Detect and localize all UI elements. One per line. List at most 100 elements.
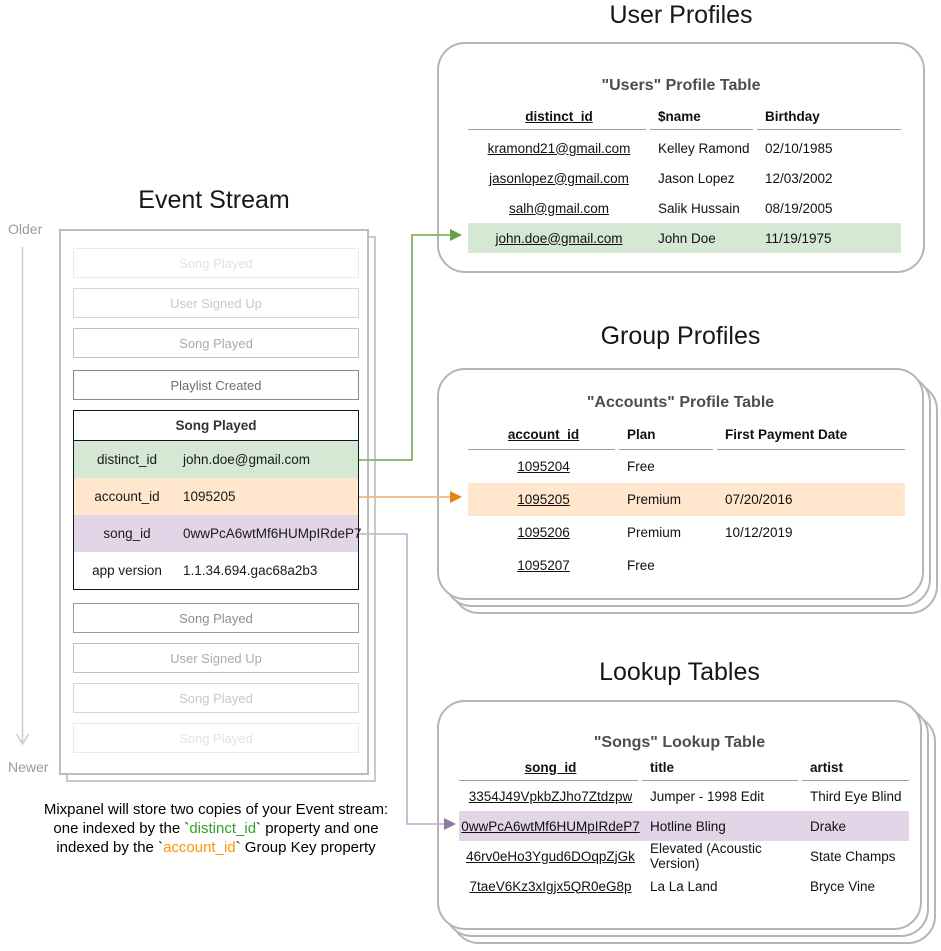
- table-row: 1095204 Free: [468, 450, 905, 483]
- table-cell: 46rv0eHo3Ygud6DOqpZjGk: [466, 848, 635, 864]
- event-item: User Signed Up: [73, 643, 359, 673]
- column-header: distinct_id: [525, 108, 593, 124]
- accounts-table-header: account_id Plan First Payment Date: [468, 424, 905, 444]
- users-table-header: distinct_id $name Birthday: [468, 106, 901, 126]
- property-value: 1.1.34.694.gac68a2b3: [183, 563, 318, 578]
- event-property-row-song-id: song_id 0wwPcA6wtMf6HUMpIRdeP7: [74, 515, 362, 552]
- caption-line-3: indexed by the `account_id` Group Key pr…: [26, 838, 406, 857]
- column-header: Plan: [627, 426, 656, 442]
- lookup-tables-card: "Songs" Lookup Table song_id title artis…: [437, 700, 922, 930]
- column-header: artist: [810, 759, 844, 775]
- table-row-highlighted: john.doe@gmail.com John Doe 11/19/1975: [468, 223, 901, 253]
- table-cell: Jason Lopez: [658, 170, 735, 186]
- table-cell: jasonlopez@gmail.com: [489, 170, 629, 186]
- table-cell: 1095206: [517, 525, 570, 540]
- table-cell: 08/19/2005: [765, 200, 833, 216]
- property-value: 1095205: [183, 489, 236, 504]
- event-item: Song Played: [73, 248, 359, 278]
- event-item: Song Played: [73, 603, 359, 633]
- group-profiles-section-title: Group Profiles: [600, 322, 761, 350]
- table-row: jasonlopez@gmail.com Jason Lopez 12/03/2…: [468, 163, 901, 193]
- event-item: User Signed Up: [73, 288, 359, 318]
- column-header: Birthday: [765, 108, 820, 124]
- selected-event-card: Song Played distinct_id john.doe@gmail.c…: [73, 410, 362, 590]
- older-label: Older: [8, 221, 43, 237]
- event-item: Song Played: [73, 683, 359, 713]
- songs-table-header: song_id title artist: [459, 757, 909, 777]
- event-property-row-distinct-id: distinct_id john.doe@gmail.com: [74, 441, 358, 478]
- table-cell: Premium: [627, 492, 682, 507]
- table-cell: 1095205: [517, 492, 570, 507]
- table-cell: 7taeV6Kz3xIgjx5QR0eG8p: [469, 878, 632, 894]
- property-value: 0wwPcA6wtMf6HUMpIRdeP7: [183, 526, 362, 541]
- users-table-title: "Users" Profile Table: [601, 77, 761, 94]
- table-rule: [468, 449, 905, 450]
- table-cell: Kelley Ramond: [658, 140, 750, 156]
- songs-table-title: "Songs" Lookup Table: [593, 734, 766, 751]
- table-cell: John Doe: [658, 230, 716, 246]
- caption: Mixpanel will store two copies of your E…: [26, 800, 406, 857]
- table-cell: 10/12/2019: [725, 525, 793, 540]
- timeline-arrowhead-icon: [15, 733, 30, 746]
- table-cell: salh@gmail.com: [509, 200, 609, 216]
- event-item: Song Played: [73, 328, 359, 358]
- table-rule: [459, 780, 909, 781]
- caption-text: indexed by the `: [56, 839, 164, 856]
- property-key: app version: [92, 563, 162, 578]
- column-header: song_id: [524, 759, 577, 775]
- table-cell: Free: [627, 558, 655, 573]
- table-cell: Drake: [810, 818, 847, 834]
- table-cell: La La Land: [650, 878, 718, 894]
- table-cell: 0wwPcA6wtMf6HUMpIRdeP7: [461, 818, 640, 834]
- table-cell: 07/20/2016: [725, 492, 793, 507]
- column-header: First Payment Date: [725, 426, 848, 442]
- caption-line-2: one indexed by the `distinct_id` propert…: [26, 819, 406, 838]
- caption-line-1: Mixpanel will store two copies of your E…: [43, 801, 389, 818]
- event-property-row-account-id: account_id 1095205: [74, 478, 358, 515]
- table-cell: kramond21@gmail.com: [487, 140, 631, 156]
- newer-label: Newer: [8, 759, 49, 775]
- table-row: 1095206 Premium 10/12/2019: [468, 516, 905, 549]
- caption-text: ` Group Key property: [235, 839, 376, 856]
- account-id-code: account_id: [163, 839, 236, 856]
- table-cell: 3354J49VpkbZJho7Ztdzpw: [468, 789, 633, 804]
- distinct-id-code: distinct_id: [189, 820, 257, 837]
- table-cell: 11/19/1975: [765, 230, 832, 246]
- table-cell: john.doe@gmail.com: [495, 230, 623, 246]
- table-cell: Elevated (Acoustic Version): [650, 841, 762, 871]
- property-key: account_id: [94, 489, 160, 504]
- table-row: salh@gmail.com Salik Hussain 08/19/2005: [468, 193, 901, 223]
- property-value: john.doe@gmail.com: [183, 452, 311, 467]
- table-row: kramond21@gmail.com Kelley Ramond 02/10/…: [468, 133, 901, 163]
- event-property-row-app-version: app version 1.1.34.694.gac68a2b3: [74, 552, 358, 589]
- column-header: title: [650, 759, 675, 775]
- table-cell: Jumper - 1998 Edit: [650, 789, 765, 804]
- table-rule: [468, 129, 901, 130]
- table-cell: Free: [627, 459, 655, 474]
- table-cell: Salik Hussain: [658, 200, 740, 216]
- column-header: $name: [658, 108, 701, 124]
- table-cell: Third Eye Blind: [810, 789, 902, 804]
- group-profiles-card: "Accounts" Profile Table account_id Plan…: [437, 368, 924, 600]
- table-row: 1095207 Free: [468, 549, 905, 582]
- event-card-title: Song Played: [74, 411, 358, 441]
- table-cell: 02/10/1985: [765, 140, 833, 156]
- table-row-highlighted: 0wwPcA6wtMf6HUMpIRdeP7 Hotline Bling Dra…: [459, 811, 909, 841]
- event-item: Playlist Created: [73, 370, 359, 400]
- table-cell: State Champs: [810, 848, 896, 864]
- event-stream-section-title: Event Stream: [138, 186, 290, 214]
- property-key: song_id: [103, 526, 151, 541]
- table-cell: Premium: [627, 525, 682, 540]
- caption-text: one indexed by the `: [53, 820, 190, 837]
- user-profiles-section-title: User Profiles: [609, 1, 753, 29]
- caption-text: ` property and one: [256, 820, 379, 837]
- table-cell: 1095204: [517, 459, 570, 474]
- table-cell: 12/03/2002: [765, 170, 833, 186]
- table-cell: 1095207: [517, 558, 570, 573]
- accounts-table-title: "Accounts" Profile Table: [586, 394, 775, 411]
- lookup-tables-section-title: Lookup Tables: [599, 658, 760, 686]
- table-row: 3354J49VpkbZJho7Ztdzpw Jumper - 1998 Edi…: [459, 782, 909, 811]
- user-profiles-card: "Users" Profile Table distinct_id $name …: [437, 42, 925, 273]
- table-cell: Hotline Bling: [650, 818, 726, 834]
- event-stream-container: Song Played User Signed Up Song Played P…: [59, 229, 369, 775]
